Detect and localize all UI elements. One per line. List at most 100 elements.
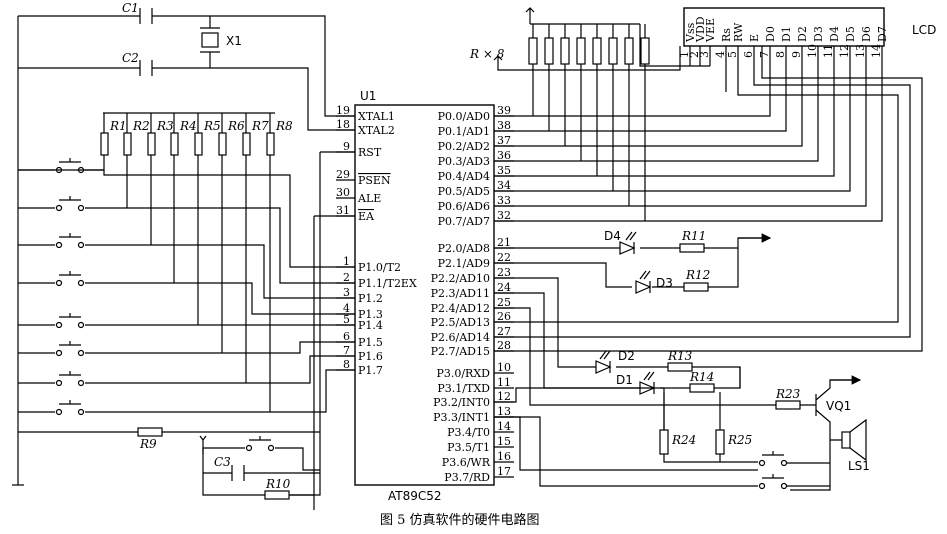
ic-pin-number: 4 [343, 302, 350, 315]
pullup-resistor-label: R8 [275, 119, 293, 133]
ic-pin-number: 37 [497, 134, 511, 147]
ic-pin-number: 38 [497, 119, 511, 132]
ic-pin-number: 28 [497, 339, 511, 352]
ic-pin-name: P1.3 [358, 308, 383, 321]
lcd-label: LCD [912, 23, 936, 37]
ic-pin-name: P1.1/T2EX [358, 277, 417, 290]
ic-pin-number: 31 [336, 204, 350, 217]
ic-pin-number: 25 [497, 296, 511, 309]
d2-label: D2 [618, 349, 635, 363]
ic-pin-number: 7 [343, 344, 350, 357]
ic-pin-name: P0.2/AD2 [438, 140, 490, 153]
ic-pin-name: P0.4/AD4 [438, 170, 490, 183]
ic-pin-number: 9 [343, 140, 350, 153]
ic-pin-name: P2.3/AD11 [431, 287, 490, 300]
ic-pin-name: P2.4/AD12 [431, 302, 490, 315]
ic-pin-number: 33 [497, 194, 511, 207]
ic-pin-number: 27 [497, 325, 511, 338]
ic-pin-number: 16 [497, 450, 511, 463]
lcd-pin-number: 11 [822, 44, 835, 58]
ic-pin-number: 22 [497, 251, 511, 264]
lcd-body [683, 7, 885, 47]
r25-label: R25 [727, 433, 752, 447]
r12-label: R12 [685, 268, 710, 282]
lcd-pin-number: 6 [742, 51, 755, 58]
r24-label: R24 [671, 433, 696, 447]
ic-pin-name: P0.5/AD5 [438, 185, 490, 198]
lcd-pin-name: D4 [828, 26, 841, 42]
ic-pin-number: 17 [497, 465, 511, 478]
c1-label: C1 [122, 1, 139, 15]
ic-pin-name: P0.1/AD1 [438, 125, 490, 138]
lcd-pin-number: 12 [838, 44, 851, 58]
ic-pin-name: P0.6/AD6 [438, 200, 490, 213]
lcd-pin-name: RW [732, 22, 745, 42]
ic-pin-name: P3.7/RD [444, 471, 490, 484]
ic-pin-name: P3.1/TXD [437, 382, 490, 395]
ic-pin-number: 35 [497, 164, 511, 177]
lcd-pin-name: VDD [694, 16, 707, 43]
ic-pin-number: 5 [343, 313, 350, 326]
ic-pin-number: 24 [497, 281, 511, 294]
c3-label: C3 [214, 455, 231, 469]
lcd-pin-name: D3 [812, 26, 825, 42]
ic-pin-number: 8 [343, 358, 350, 371]
ic-pin-number: 19 [336, 104, 350, 117]
lcd-pin-name: Rs [720, 28, 733, 42]
r-array-label: R × 8 [469, 47, 505, 61]
ic-pin-name: P1.0/T2 [358, 261, 401, 274]
vq1-label: VQ1 [826, 399, 851, 413]
r9-label: R9 [139, 437, 157, 451]
lcd-pin-name: D5 [844, 26, 857, 42]
ic-pin-name: P1.5 [358, 336, 383, 349]
ic-pin-number: 14 [497, 420, 511, 433]
ic-pin-number: 23 [497, 266, 511, 279]
lcd-pin-number: 14 [870, 44, 883, 58]
r13-label: R13 [667, 349, 693, 363]
x1-label: X1 [226, 34, 242, 48]
ic-pin-name: XTAL1 [358, 110, 395, 123]
ic-pin-number: 2 [343, 271, 350, 284]
ic-pin-name: P2.7/AD15 [431, 345, 490, 358]
ic-pin-name: P3.0/RXD [436, 367, 490, 380]
ic-pin-name: P0.3/AD3 [438, 155, 490, 168]
pullup-resistor-label: R5 [203, 119, 221, 133]
lcd-pin-name: VEE [704, 18, 717, 43]
ic-pin-number: 18 [336, 118, 350, 131]
ic-pin-name: P3.5/T1 [447, 441, 490, 454]
lcd-pin-number: 1 [678, 51, 691, 58]
ic-pin-number: 11 [497, 376, 511, 389]
ic-pin-name: P2.1/AD9 [438, 257, 490, 270]
figure-caption: 图 5 仿真软件的硬件电路图 [380, 512, 540, 528]
lcd-pin-number: 4 [714, 51, 727, 58]
lcd-pin-name: D0 [764, 26, 777, 42]
ic-pin-number: 6 [343, 330, 350, 343]
wiring [12, 7, 923, 510]
pullup-resistor-label: R6 [227, 119, 245, 133]
lcd-pin-number: 2 [688, 51, 701, 58]
lcd-pin-number: 3 [698, 51, 711, 58]
ic-pin-name: P1.4 [358, 319, 383, 332]
pullup-resistor-label: R2 [132, 119, 150, 133]
ic-pin-number: 30 [336, 186, 350, 199]
r23-label: R23 [775, 387, 801, 401]
ic-pin-number: 21 [497, 236, 511, 249]
ic-designator: U1 [360, 89, 376, 103]
lcd-pin-name: D2 [796, 26, 809, 42]
pullup-resistor-label: R3 [156, 119, 174, 133]
ic-pin-name: P2.2/AD10 [431, 272, 490, 285]
ic-pin-number: 13 [497, 405, 511, 418]
ic-pin-number: 12 [497, 390, 511, 403]
pullup-resistor-label: R1 [109, 119, 127, 133]
lcd-pin-name: D1 [780, 26, 793, 42]
lcd-pin-name: D7 [876, 26, 889, 42]
ic-pin-number: 32 [497, 209, 511, 222]
lcd-pin-number: 5 [726, 51, 739, 58]
r14-label: R14 [689, 370, 714, 384]
ic-u1-body [354, 104, 495, 486]
d3-label: D3 [656, 276, 673, 290]
